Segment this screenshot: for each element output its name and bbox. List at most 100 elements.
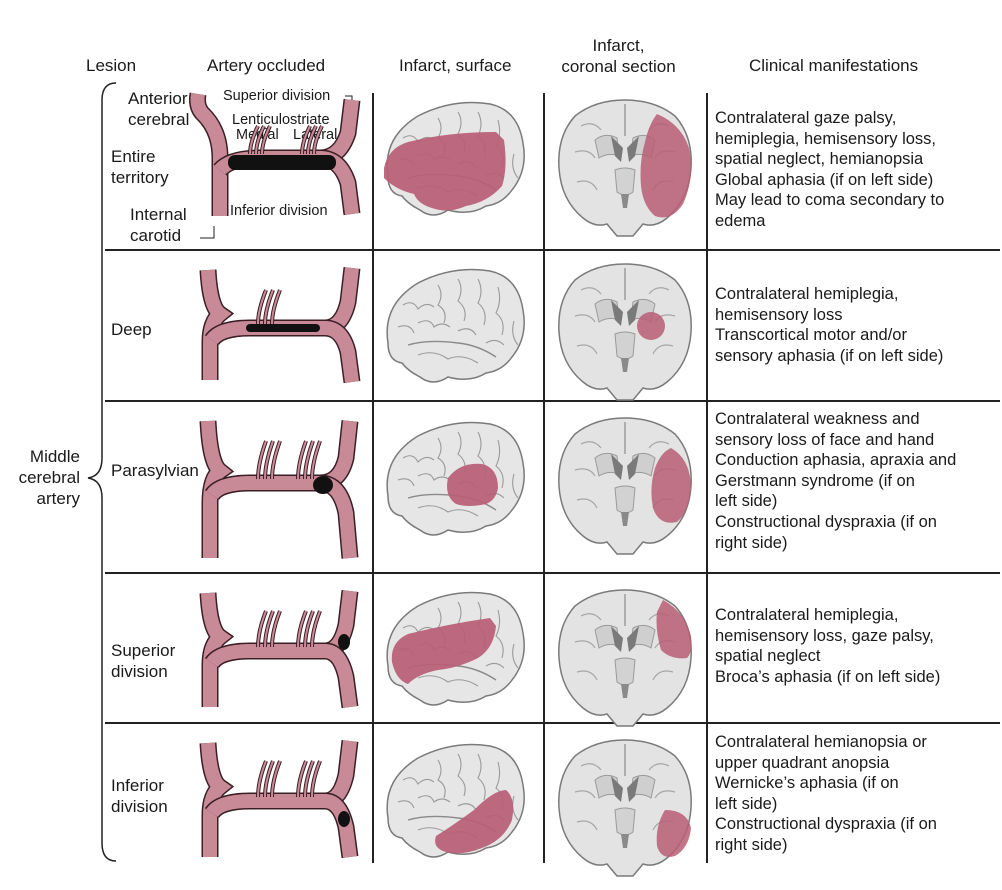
- label-division-sup: division: [111, 662, 168, 681]
- artery-diagram-superior: [199, 590, 359, 709]
- row4-clinical-line: hemisensory loss, gaze palsy,: [715, 626, 934, 645]
- row3-clinical: Contralateral weakness and sensory loss …: [715, 409, 1000, 553]
- row1-clinical-line: edema: [715, 211, 766, 230]
- infarct-coronal-entire: [640, 114, 691, 218]
- row2-coronal-view: [555, 260, 700, 405]
- group-label-line3: artery: [36, 489, 80, 508]
- coronal-parasylvian: [558, 417, 692, 555]
- infarct-coronal-inferior: [656, 810, 691, 857]
- infarct-surface-superior: [391, 618, 496, 684]
- row5-clinical-line: Contralateral hemianopsia or: [715, 733, 927, 751]
- row1-clinical-line: spatial neglect, hemianopsia: [715, 150, 924, 169]
- coronal-superior: [558, 589, 692, 727]
- label-division-inf: division: [111, 797, 168, 816]
- row2-artery-diagram: [190, 262, 365, 387]
- row4-lesion-label: Superior division: [111, 640, 175, 682]
- label-deep: Deep: [111, 320, 152, 339]
- label-entire: Entire: [111, 147, 156, 166]
- group-label-line1: Middle: [29, 447, 80, 466]
- infarct-surface-inferior: [435, 790, 514, 854]
- row1-clinical-line: Global aphasia (if on left side): [715, 170, 934, 189]
- clot-inferior: [338, 811, 350, 827]
- row3-coronal-view: [555, 414, 700, 564]
- header-lesion: Lesion: [86, 56, 137, 75]
- middle-cerebral-brace: [87, 82, 117, 862]
- row1-label-anterior: Anterior cerebral: [128, 88, 189, 130]
- row1-label-entire: Entire territory: [111, 146, 169, 188]
- row5-clinical-line: right side): [715, 835, 788, 854]
- row5-clinical-line: Wernicke’s aphasia (if on: [715, 774, 899, 793]
- artery-diagram-parasylvian: [199, 420, 359, 559]
- artery-diagram-entire: [189, 92, 361, 216]
- row-divider-3: [105, 572, 1000, 574]
- row5-lesion-label: Inferior division: [111, 775, 168, 817]
- artery-diagram-inferior: [199, 740, 359, 859]
- row-divider-2: [105, 400, 1000, 402]
- row3-clinical-line: right side): [715, 533, 788, 552]
- column-divider-1: [372, 93, 374, 863]
- row5-clinical-line: left side): [715, 794, 778, 813]
- row4-clinical-line: Broca’s aphasia (if on left side): [715, 667, 941, 686]
- row3-clinical-line: Gerstmann syndrome (if on: [715, 471, 915, 490]
- row1-surface-view: [378, 98, 538, 223]
- artery-label-inferior-division: Inferior division: [230, 203, 328, 219]
- row1-coronal-view: [555, 96, 700, 241]
- header-coronal-line1: Infarct,: [592, 36, 645, 55]
- row-divider-1: [105, 249, 1000, 251]
- row3-surface-view: [378, 418, 538, 543]
- row5-clinical-line: upper quadrant anopsia: [715, 753, 890, 772]
- header-infarct-surface: Infarct, surface: [399, 56, 512, 75]
- coronal-entire: [558, 99, 692, 237]
- label-anterior: Anterior: [128, 89, 188, 108]
- row2-clinical-line: Transcortical motor and/or: [715, 326, 907, 345]
- label-internal: Internal: [130, 205, 187, 224]
- brain-surface-deep: [386, 268, 525, 383]
- row5-artery-diagram: [190, 735, 365, 860]
- infarct-surface-parasylvian: [447, 463, 498, 506]
- group-label-line2: cerebral: [18, 468, 80, 487]
- row3-clinical-line: Contralateral weakness and: [715, 410, 920, 428]
- infarct-surface-entire: [384, 132, 506, 211]
- row-divider-4: [105, 722, 1000, 724]
- row2-clinical-line: Contralateral hemiplegia,: [715, 285, 899, 303]
- brain-surface-superior: [386, 591, 525, 706]
- infarct-coronal-parasylvian: [651, 448, 691, 523]
- row3-clinical-line: left side): [715, 492, 778, 511]
- row1-clinical: Contralateral gaze palsy, hemiplegia, he…: [715, 108, 1000, 232]
- artery-diagram-deep: [199, 267, 361, 384]
- brain-surface-parasylvian: [386, 421, 525, 536]
- label-parasylvian: Parasylvian: [111, 461, 199, 480]
- row4-artery-diagram: [190, 585, 365, 710]
- infarct-coronal-deep: [637, 312, 665, 340]
- group-label: Middle cerebral artery: [18, 446, 80, 509]
- row3-clinical-line: Constructional dyspraxia (if on: [715, 512, 937, 531]
- header-infarct-coronal: Infarct, coronal section: [556, 35, 681, 77]
- row4-surface-view: [378, 588, 538, 713]
- row4-clinical: Contralateral hemiplegia, hemisensory lo…: [715, 605, 1000, 687]
- label-carotid: carotid: [130, 226, 182, 245]
- row1-clinical-line: May lead to coma secondary to: [715, 191, 945, 210]
- clot-deep: [246, 324, 320, 332]
- artery-label-superior-division: Superior division: [223, 88, 331, 104]
- artery-label-lenticulostriate: Lenticulostriate: [232, 112, 330, 128]
- label-territory: territory: [111, 168, 169, 187]
- row1-clinical-line: Contralateral gaze palsy,: [715, 109, 897, 127]
- row3-lesion-label: Parasylvian: [111, 460, 199, 481]
- header-artery-occluded: Artery occluded: [207, 56, 326, 75]
- row1-artery-diagram: [189, 88, 365, 218]
- column-divider-3: [706, 93, 708, 863]
- row5-clinical-line: Constructional dyspraxia (if on: [715, 815, 937, 834]
- row4-coronal-view: [555, 586, 700, 731]
- row3-artery-diagram: [190, 413, 365, 563]
- row4-clinical-line: spatial neglect: [715, 647, 821, 666]
- row5-surface-view: [378, 740, 538, 865]
- label-cerebral: cerebral: [128, 110, 190, 129]
- row5-clinical: Contralateral hemianopsia or upper quadr…: [715, 732, 1000, 856]
- infarct-coronal-superior: [656, 600, 692, 659]
- coronal-deep: [558, 263, 692, 401]
- column-divider-2: [543, 93, 545, 863]
- row2-lesion-label: Deep: [111, 319, 152, 340]
- header-coronal-line2: coronal section: [561, 57, 676, 76]
- row2-clinical-line: hemisensory loss: [715, 305, 843, 324]
- clot-superior: [338, 634, 350, 650]
